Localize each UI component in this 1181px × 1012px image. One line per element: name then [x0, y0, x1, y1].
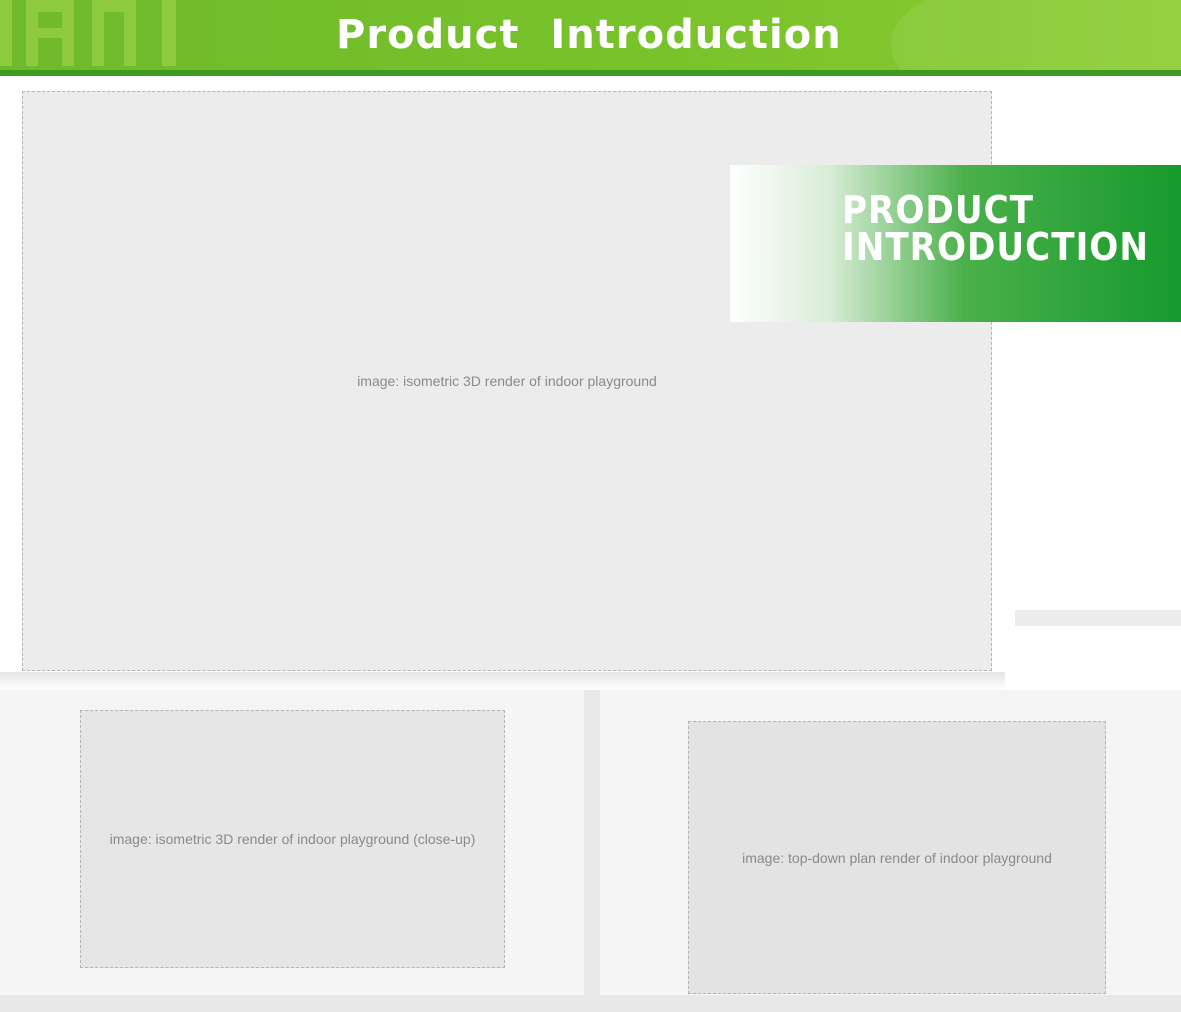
bottom-left-panel: image: isometric 3D render of indoor pla… — [0, 690, 584, 995]
footer-strip — [0, 995, 1181, 1012]
brand-logo-watermark — [0, 0, 176, 66]
page-header: Product Introduction — [0, 0, 1181, 76]
playground-plan-image: image: top-down plan render of indoor pl… — [688, 721, 1106, 994]
panel-gutter — [584, 690, 600, 995]
banner-line-1: PRODUCT — [842, 188, 1034, 232]
main-image-shadow — [0, 672, 1005, 690]
playground-closeup-image: image: isometric 3D render of indoor pla… — [80, 710, 505, 968]
bottom-right-panel: image: top-down plan render of indoor pl… — [600, 690, 1181, 995]
product-introduction-banner: PRODUCT INTRODUCTION — [730, 165, 1181, 322]
header-decoration — [891, 0, 1181, 76]
side-divider — [1015, 610, 1181, 626]
main-playground-image: image: isometric 3D render of indoor pla… — [22, 91, 992, 671]
page-title: Product Introduction — [336, 12, 842, 58]
banner-line-2: INTRODUCTION — [842, 225, 1149, 269]
header-rule — [0, 70, 1181, 76]
